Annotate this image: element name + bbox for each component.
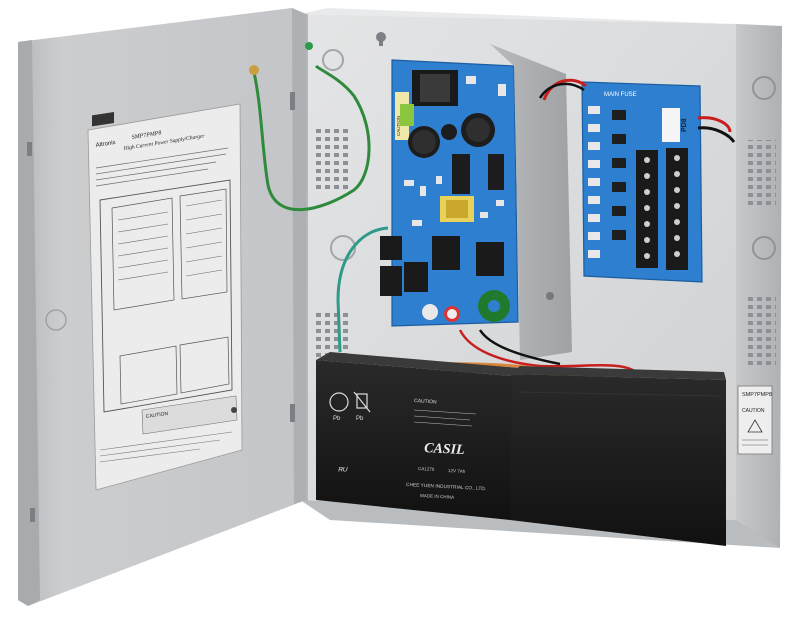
battery-left: Pb Pb CAUTION CASIL CA1270 12V 7Ah CHEE … <box>316 352 520 520</box>
ground-wire-2 <box>336 226 389 353</box>
battery-left-brand: CASIL <box>424 441 465 458</box>
board-left-caution: CAUTION <box>396 116 401 136</box>
vent-grille <box>744 140 776 208</box>
side-label-caution: CAUTION <box>742 408 765 414</box>
vent-grille <box>313 312 349 358</box>
distribution-board: MAIN FUSE PD8 <box>581 81 703 283</box>
red-power-wire <box>542 78 587 101</box>
ground-symbol-icon <box>305 42 313 50</box>
black-power-wire <box>538 82 585 99</box>
board-right-fuse-label: MAIN FUSE <box>604 92 637 98</box>
door-label-caution: CAUTION <box>145 411 169 420</box>
battery-left-model: CA1270 <box>418 466 435 472</box>
ul-recognized-icon: ᴿᵁ <box>338 466 349 477</box>
output-wire-red <box>697 116 732 133</box>
no-trash-icon: Pb <box>353 391 371 422</box>
battery-left-origin: MADE IN CHINA <box>420 493 454 500</box>
battery-left-maker: CHEE YUEN INDUSTRIAL CO., LTD. <box>406 482 486 492</box>
board-right-model: PD8 <box>681 118 688 132</box>
vent-grille <box>744 296 776 366</box>
output-wire-black <box>697 126 736 143</box>
power-supply-board: CAUTION <box>380 59 519 327</box>
vent-grille <box>313 128 349 190</box>
battery-left-voltage: 12V 7Ah <box>448 468 466 474</box>
door-label-brand: Altronix <box>95 140 116 149</box>
ground-wire <box>252 64 371 212</box>
side-label: SMP7PMP8 CAUTION <box>737 385 773 455</box>
battery-right <box>510 366 726 546</box>
battery-left-marking-2: Pb <box>356 416 364 422</box>
battery-left-marking-1: Pb <box>333 416 341 422</box>
recycle-icon: Pb <box>329 392 349 422</box>
mounting-bracket <box>490 44 572 360</box>
side-label-model: SMP7PMP8 <box>742 392 772 398</box>
battery-wire-black <box>478 329 561 366</box>
battery-wire-red <box>458 329 637 374</box>
svg-text:ᴿᵁ: ᴿᵁ <box>338 466 349 477</box>
ground-screw <box>249 65 259 75</box>
door-label: Altronix SMP7PMP8 High Current Power Sup… <box>87 103 243 491</box>
battery-left-caution: CAUTION <box>414 398 437 406</box>
door-label-model: SMP7PMP8 <box>131 130 162 141</box>
